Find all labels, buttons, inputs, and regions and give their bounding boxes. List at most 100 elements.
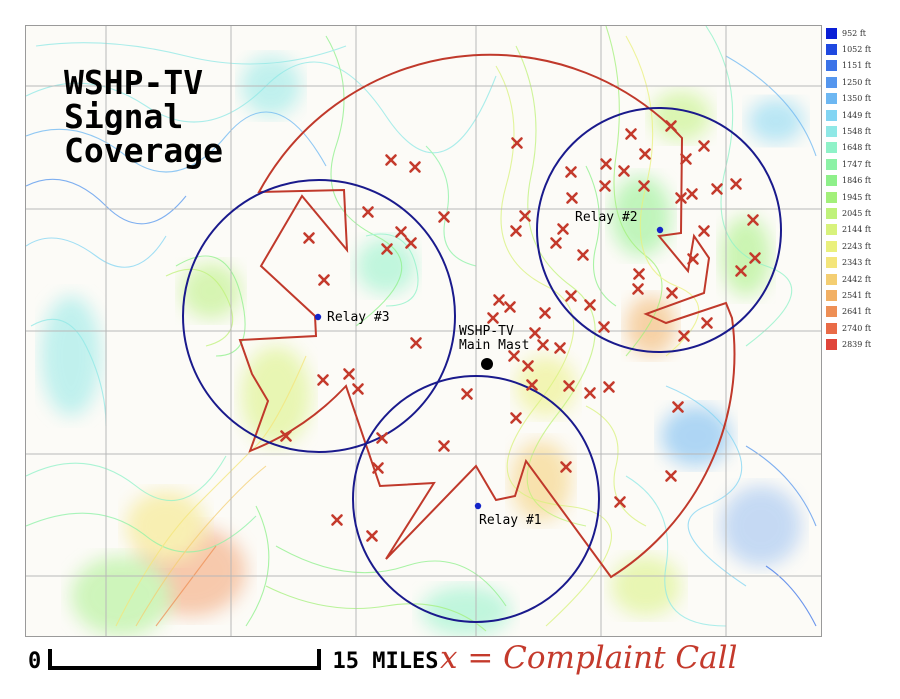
complaint-x-icon[interactable] bbox=[566, 192, 578, 204]
complaint-x-icon[interactable] bbox=[730, 178, 742, 190]
complaint-x-icon[interactable] bbox=[554, 342, 566, 354]
complaint-x-icon[interactable] bbox=[510, 412, 522, 424]
complaint-x-icon[interactable] bbox=[747, 214, 759, 226]
scale-tick-right bbox=[317, 649, 321, 670]
legend-swatch bbox=[826, 126, 837, 138]
complaint-x-icon[interactable] bbox=[352, 383, 364, 395]
complaint-x-icon[interactable] bbox=[603, 381, 615, 393]
complaint-x-icon[interactable] bbox=[409, 161, 421, 173]
legend-label: 2541 ft bbox=[842, 290, 872, 300]
legend-entry: 1350 ft bbox=[826, 91, 900, 107]
main-mast-label: WSHP-TV Main Mast bbox=[459, 325, 529, 353]
complaint-x-icon[interactable] bbox=[539, 307, 551, 319]
scale-end-text: 15 MILES bbox=[332, 649, 439, 674]
complaint-x-icon[interactable] bbox=[639, 148, 651, 160]
complaint-x-icon[interactable] bbox=[508, 350, 520, 362]
relay-2-icon[interactable] bbox=[656, 226, 664, 234]
complaint-x-icon[interactable] bbox=[638, 180, 650, 192]
complaint-x-icon[interactable] bbox=[438, 211, 450, 223]
relay-1-icon[interactable] bbox=[474, 502, 482, 510]
complaint-x-icon[interactable] bbox=[665, 120, 677, 132]
complaint-x-icon[interactable] bbox=[438, 440, 450, 452]
terrain-contours bbox=[26, 26, 817, 632]
legend-label: 2740 ft bbox=[842, 323, 872, 333]
complaint-x-icon[interactable] bbox=[687, 253, 699, 265]
legend-entry: 1846 ft bbox=[826, 173, 900, 189]
complaint-x-icon[interactable] bbox=[526, 379, 538, 391]
complaint-x-icon[interactable] bbox=[461, 388, 473, 400]
complaint-x-icon[interactable] bbox=[686, 188, 698, 200]
complaint-x-icon[interactable] bbox=[504, 301, 516, 313]
legend-swatch bbox=[826, 76, 837, 88]
complaint-x-icon[interactable] bbox=[698, 140, 710, 152]
complaint-x-icon[interactable] bbox=[331, 514, 343, 526]
legend-entry: 2144 ft bbox=[826, 222, 900, 238]
complaint-x-icon[interactable] bbox=[678, 330, 690, 342]
legend-entry: 2045 ft bbox=[826, 205, 900, 221]
complaint-x-icon[interactable] bbox=[701, 317, 713, 329]
complaint-x-icon[interactable] bbox=[405, 237, 417, 249]
complaint-x-icon[interactable] bbox=[565, 290, 577, 302]
complaint-x-icon[interactable] bbox=[749, 252, 761, 264]
complaint-x-icon[interactable] bbox=[675, 192, 687, 204]
main-mast-icon[interactable] bbox=[481, 358, 493, 370]
complaint-x-icon[interactable] bbox=[584, 299, 596, 311]
complaint-x-icon[interactable] bbox=[672, 401, 684, 413]
complaint-x-icon[interactable] bbox=[666, 287, 678, 299]
complaint-x-icon[interactable] bbox=[577, 249, 589, 261]
relay-1-label: Relay #1 bbox=[479, 513, 542, 528]
complaint-x-icon[interactable] bbox=[510, 225, 522, 237]
complaint-x-icon[interactable] bbox=[550, 237, 562, 249]
legend-label: 2343 ft bbox=[842, 258, 872, 268]
complaint-x-icon[interactable] bbox=[395, 226, 407, 238]
complaint-x-icon[interactable] bbox=[318, 274, 330, 286]
complaint-x-icon[interactable] bbox=[376, 432, 388, 444]
relay-3-icon[interactable] bbox=[314, 313, 322, 321]
complaint-x-icon[interactable] bbox=[366, 530, 378, 542]
complaint-x-icon[interactable] bbox=[698, 225, 710, 237]
complaint-x-icon[interactable] bbox=[372, 462, 384, 474]
legend-swatch bbox=[826, 322, 837, 334]
complaint-x-icon[interactable] bbox=[680, 153, 692, 165]
complaint-x-icon[interactable] bbox=[625, 128, 637, 140]
complaint-x-icon[interactable] bbox=[529, 327, 541, 339]
complaint-x-icon[interactable] bbox=[343, 368, 355, 380]
complaint-x-icon[interactable] bbox=[317, 374, 329, 386]
complaint-x-icon[interactable] bbox=[537, 339, 549, 351]
complaint-x-icon[interactable] bbox=[511, 137, 523, 149]
complaint-x-icon[interactable] bbox=[280, 430, 292, 442]
complaint-x-icon[interactable] bbox=[487, 312, 499, 324]
complaint-x-icon[interactable] bbox=[665, 470, 677, 482]
complaint-x-icon[interactable] bbox=[303, 232, 315, 244]
complaint-x-icon[interactable] bbox=[598, 321, 610, 333]
complaint-x-icon[interactable] bbox=[618, 165, 630, 177]
complaint-x-icon[interactable] bbox=[493, 294, 505, 306]
complaint-x-icon[interactable] bbox=[385, 154, 397, 166]
complaint-x-icon[interactable] bbox=[565, 166, 577, 178]
complaint-x-icon[interactable] bbox=[362, 206, 374, 218]
complaint-x-icon[interactable] bbox=[584, 387, 596, 399]
complaint-x-icon[interactable] bbox=[563, 380, 575, 392]
map-title-line-2: Signal bbox=[64, 97, 184, 136]
legend-label: 2243 ft bbox=[842, 241, 872, 251]
legend-swatch bbox=[826, 175, 837, 187]
complaint-x-icon[interactable] bbox=[711, 183, 723, 195]
complaint-x-icon[interactable] bbox=[600, 158, 612, 170]
complaint-x-icon[interactable] bbox=[381, 243, 393, 255]
complaint-x-icon[interactable] bbox=[410, 337, 422, 349]
complaint-x-icon[interactable] bbox=[632, 283, 644, 295]
complaint-x-icon[interactable] bbox=[633, 268, 645, 280]
legend-entry: 1449 ft bbox=[826, 107, 900, 123]
complaint-x-icon[interactable] bbox=[557, 223, 569, 235]
legend-swatch bbox=[826, 142, 837, 154]
complaint-x-icon[interactable] bbox=[519, 210, 531, 222]
complaint-x-icon[interactable] bbox=[522, 360, 534, 372]
map-title-line-3: Coverage bbox=[64, 131, 223, 170]
complaint-x-icon[interactable] bbox=[735, 265, 747, 277]
complaint-x-icon[interactable] bbox=[599, 180, 611, 192]
complaint-x-icon[interactable] bbox=[560, 461, 572, 473]
legend-swatch bbox=[826, 240, 837, 252]
complaint-x-icon[interactable] bbox=[614, 496, 626, 508]
relay-2-label: Relay #2 bbox=[575, 210, 638, 225]
